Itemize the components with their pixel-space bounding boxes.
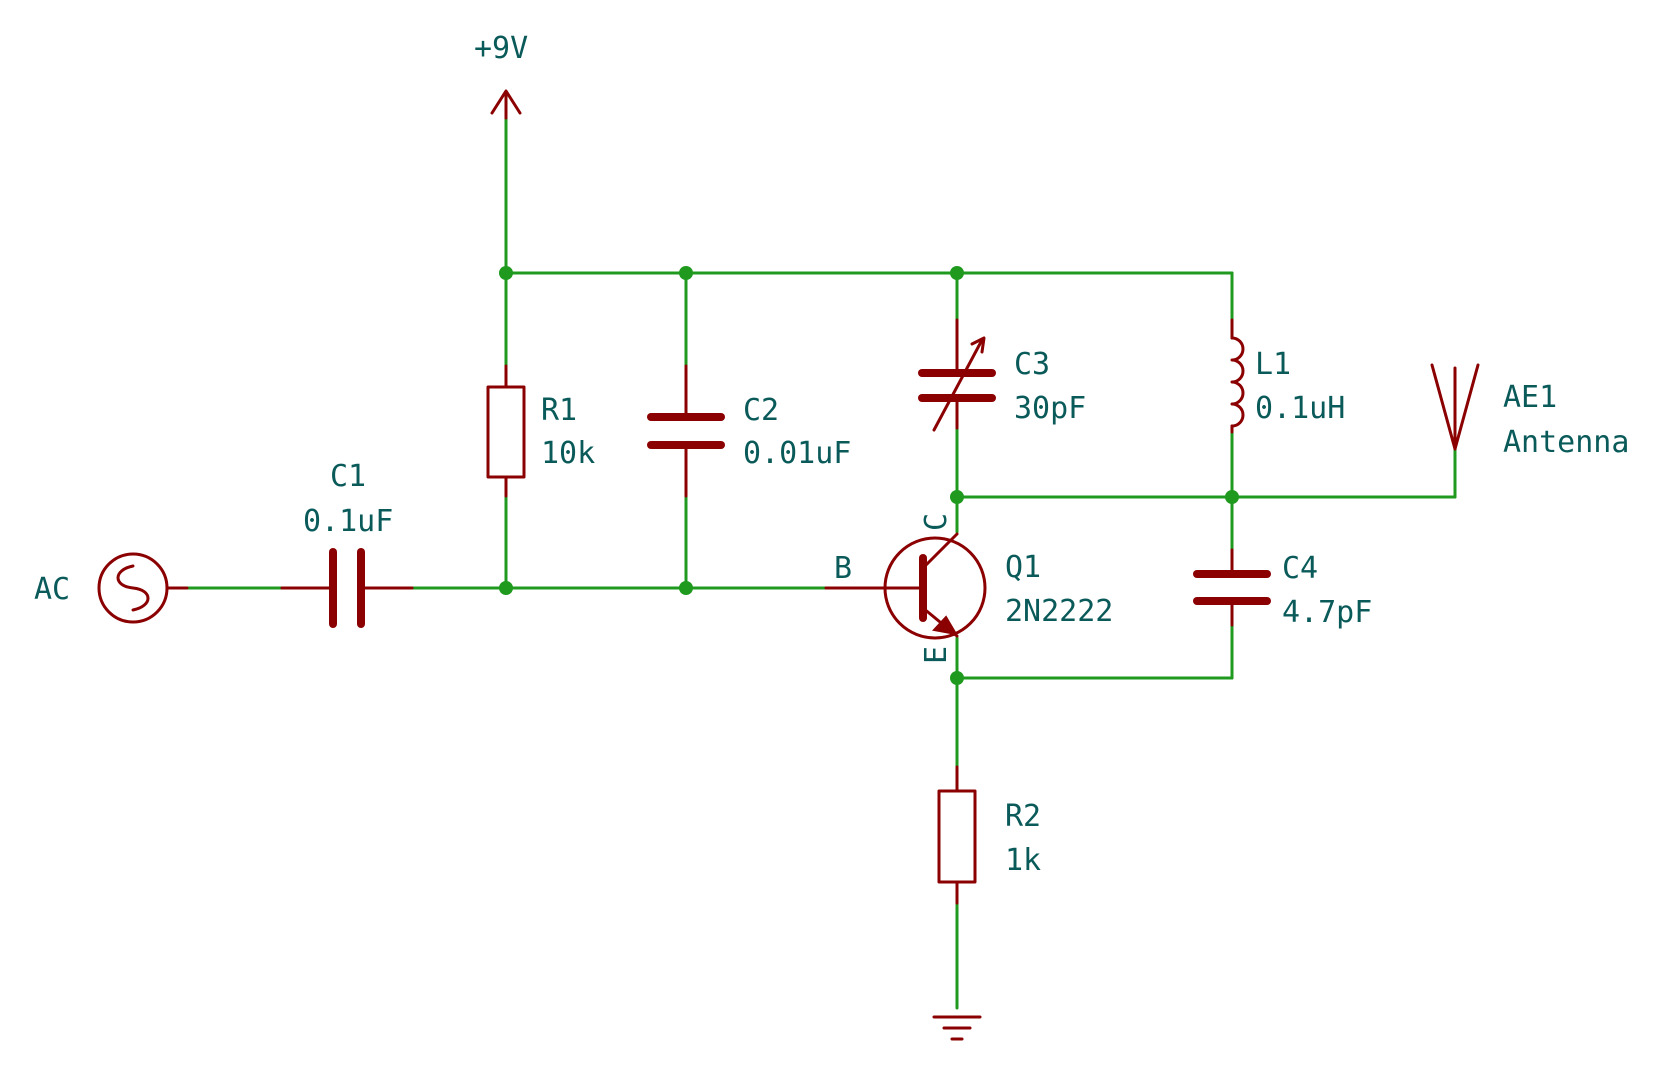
power-arrow-icon — [490, 89, 522, 120]
r1-ref: R1 — [541, 393, 577, 428]
r2-value: 1k — [1005, 843, 1041, 878]
ground-icon — [932, 1015, 982, 1041]
capacitor-c1-icon — [280, 548, 414, 628]
c4-value: 4.7pF — [1282, 595, 1372, 630]
pin-collector-label: C — [919, 513, 954, 531]
junction-dot — [950, 266, 964, 280]
ae1-ref: AE1 — [1503, 380, 1557, 415]
r1-value: 10k — [541, 436, 595, 471]
capacitor-c4-icon — [1193, 548, 1271, 627]
junction-dot — [679, 581, 693, 595]
r2-ref: R2 — [1005, 799, 1041, 834]
c2-ref: C2 — [743, 393, 779, 428]
power-label: +9V — [474, 31, 528, 66]
q1-ref: Q1 — [1005, 550, 1041, 585]
c1-ref: C1 — [330, 459, 366, 494]
junction-dot — [679, 266, 693, 280]
ac-source-icon — [97, 552, 189, 624]
junction-dot — [499, 266, 513, 280]
resistor-r1-icon — [486, 364, 526, 498]
c2-value: 0.01uF — [743, 436, 851, 471]
wires — [185, 91, 1457, 1010]
variable-capacitor-c3-icon — [918, 318, 996, 432]
c3-value: 30pF — [1014, 391, 1086, 426]
ae1-value: Antenna — [1503, 425, 1629, 460]
c4-ref: C4 — [1282, 551, 1318, 586]
junction-dot — [950, 671, 964, 685]
transistor-q1-icon — [824, 532, 987, 640]
junction-dot — [950, 490, 964, 504]
junctions — [499, 266, 1239, 685]
junction-dot — [1225, 490, 1239, 504]
resistor-r2-icon — [937, 765, 977, 905]
c3-ref: C3 — [1014, 347, 1050, 382]
pin-emitter-label: E — [919, 646, 954, 664]
source-label: AC — [34, 572, 70, 607]
antenna-icon — [1430, 363, 1480, 451]
l1-value: 0.1uH — [1255, 391, 1345, 426]
inductor-l1-icon — [1230, 318, 1245, 434]
capacitor-c2-icon — [647, 364, 725, 498]
q1-value: 2N2222 — [1005, 594, 1113, 629]
l1-ref: L1 — [1255, 347, 1291, 382]
pin-base-label: B — [834, 551, 852, 586]
junction-dot — [499, 581, 513, 595]
emitter-arrow-icon — [932, 615, 958, 636]
c1-value: 0.1uF — [303, 504, 393, 539]
